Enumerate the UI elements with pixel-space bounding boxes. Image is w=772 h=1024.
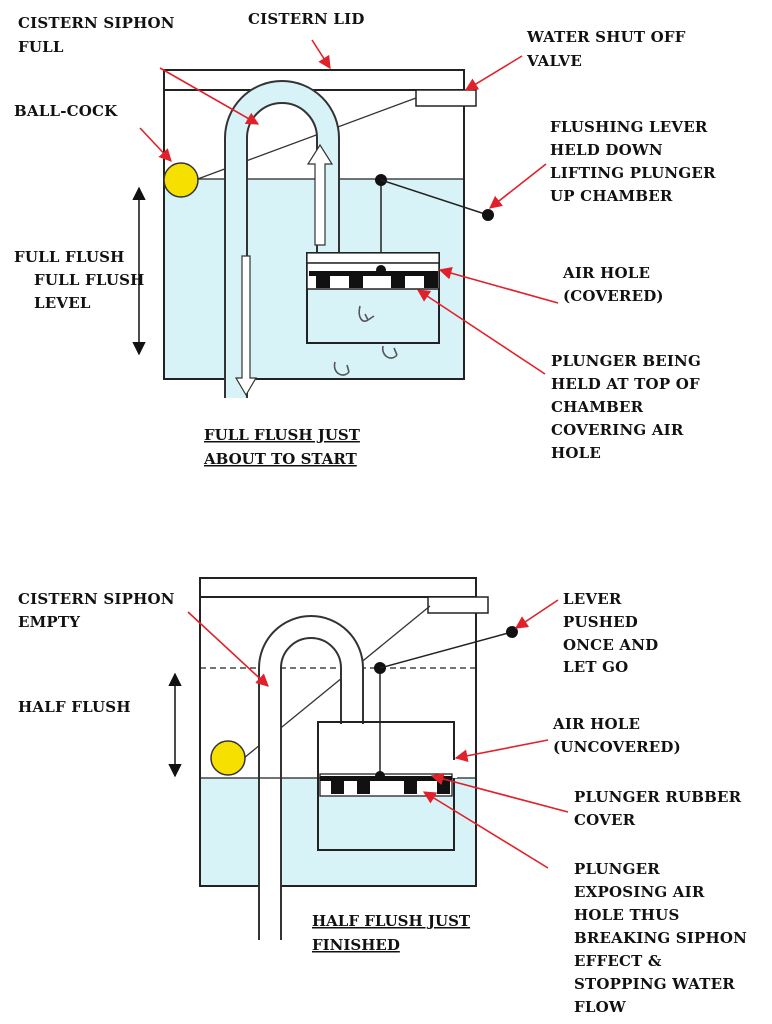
top-caption-2: ABOUT TO START <box>203 450 358 468</box>
bottom-label-plunger-6: STOPPING WATER <box>574 975 735 993</box>
bottom-label-siphon-2: EMPTY <box>18 613 80 631</box>
top-label-flush-1: FULL FLUSH <box>14 248 125 266</box>
bottom-label-lever-2: PUSHED <box>563 613 638 631</box>
bottom-labels: CISTERN SIPHON EMPTY LEVER PUSHED ONCE A… <box>18 590 747 1016</box>
top-label-plunger-4: COVERING AIR <box>551 421 684 439</box>
top-label-flush-2: FULL FLUSH <box>34 271 145 289</box>
top-label-plunger-1: PLUNGER BEING <box>551 352 701 370</box>
bottom-shutoff-valve <box>427 596 489 614</box>
bottom-caption-2: FINISHED <box>312 936 400 954</box>
bottom-label-airhole-1: AIR HOLE <box>552 715 640 733</box>
bottom-label-plunger-1: PLUNGER <box>574 860 660 878</box>
top-label-plunger-3: CHAMBER <box>551 398 644 416</box>
top-labels: CISTERN SIPHON FULL CISTERN LID WATER SH… <box>14 10 716 468</box>
top-label-siphon-1: CISTERN SIPHON <box>18 14 175 32</box>
top-ballcock <box>163 162 199 198</box>
top-siphon-up-arrow <box>306 143 334 246</box>
top-label-flush-3: LEVEL <box>34 294 91 312</box>
top-label-plunger-2: HELD AT TOP OF <box>551 375 700 393</box>
bottom-label-lever-4: LET GO <box>563 658 628 676</box>
bottom-label-lever-1: LEVER <box>563 590 622 608</box>
bottom-label-siphon-1: CISTERN SIPHON <box>18 590 175 608</box>
top-pointers <box>139 39 559 375</box>
top-label-airhole-1: AIR HOLE <box>562 264 650 282</box>
top-siphon <box>224 80 340 398</box>
top-label-valve-2: VALVE <box>526 52 582 70</box>
top-lever-handle <box>482 209 494 221</box>
bottom-label-airhole-2: (UNCOVERED) <box>553 738 681 756</box>
top-label-lid: CISTERN LID <box>248 10 365 28</box>
bottom-diagram <box>168 577 518 940</box>
bottom-pointers <box>187 599 569 869</box>
top-label-lever-1: FLUSHING LEVER <box>550 118 708 136</box>
top-label-lever-3: LIFTING PLUNGER <box>550 164 716 182</box>
top-label-ballcock: BALL-COCK <box>14 102 118 120</box>
top-label-valve-1: WATER SHUT OFF <box>526 28 686 46</box>
bottom-label-plunger-5: EFFECT & <box>574 952 662 970</box>
top-plunger-plate <box>306 262 440 290</box>
bottom-siphon <box>258 615 364 940</box>
bottom-label-lever-3: ONCE AND <box>563 636 658 654</box>
bottom-plunger-plate <box>319 771 453 797</box>
bottom-cistern-lid <box>199 577 477 598</box>
bottom-label-flush: HALF FLUSH <box>18 698 131 716</box>
bottom-label-rubber-1: PLUNGER RUBBER <box>574 788 742 806</box>
bottom-label-rubber-2: COVER <box>574 811 636 829</box>
bottom-lever-handle <box>506 626 518 638</box>
top-label-plunger-5: HOLE <box>551 444 601 462</box>
top-label-lever-4: UP CHAMBER <box>550 187 673 205</box>
top-siphon-down-arrow <box>234 255 258 397</box>
top-caption-1: FULL FLUSH JUST <box>204 426 361 444</box>
top-label-siphon-2: FULL <box>18 38 64 56</box>
top-cistern-lid <box>163 69 465 91</box>
bottom-label-plunger-2: EXPOSING AIR <box>574 883 705 901</box>
top-label-airhole-2: (COVERED) <box>563 287 664 305</box>
bottom-ballcock <box>210 740 246 776</box>
bottom-label-plunger-4: BREAKING SIPHON <box>574 929 747 947</box>
bottom-label-plunger-7: FLOW <box>574 998 627 1016</box>
top-label-lever-2: HELD DOWN <box>550 141 663 159</box>
top-shutoff-valve <box>415 89 477 107</box>
bottom-label-plunger-3: HOLE THUS <box>574 906 680 924</box>
bottom-caption-1: HALF FLUSH JUST <box>312 912 471 930</box>
top-diagram <box>132 69 494 398</box>
